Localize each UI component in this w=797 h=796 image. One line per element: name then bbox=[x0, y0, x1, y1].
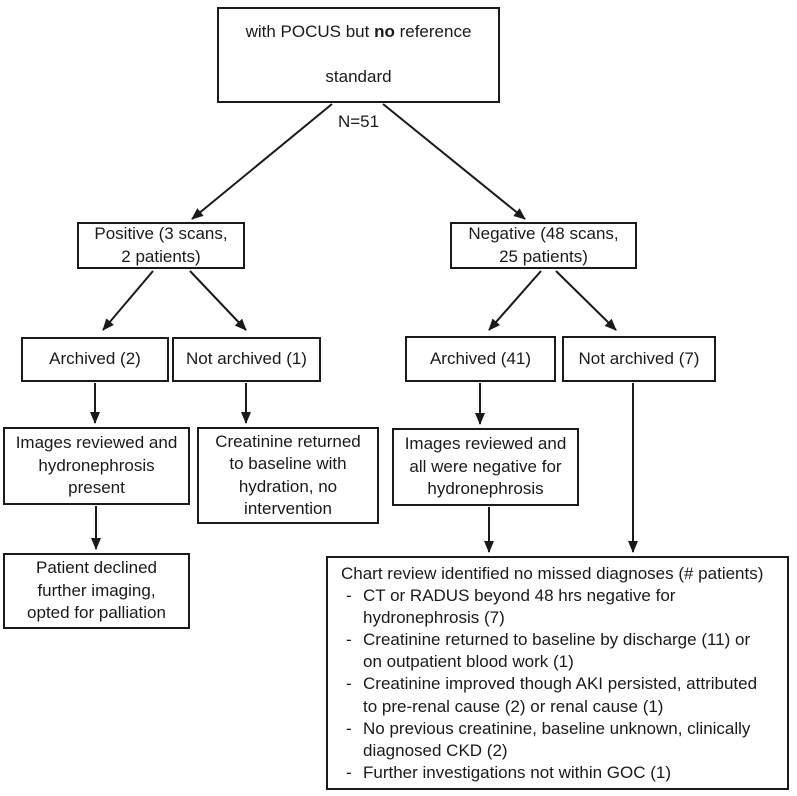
node-not-archived-negative: Not archived (7) bbox=[562, 336, 716, 382]
bullet-text: Creatinine improved though AKI persisted… bbox=[363, 674, 758, 716]
node-positive: Positive (3 scans, 2 patients) bbox=[77, 222, 245, 269]
chart-review-bullet: - No previous creatinine, baseline unkno… bbox=[339, 718, 779, 762]
node-palliation: Patient declined further imaging, opted … bbox=[3, 553, 190, 629]
node-not-archived-positive: Not archived (1) bbox=[172, 337, 321, 382]
node-creatinine-baseline: Creatinine returned to baseline with hyd… bbox=[197, 427, 379, 524]
node-images-hydronephrosis-text: Images reviewed and hydronephrosis prese… bbox=[15, 433, 178, 498]
node-not-archived-positive-text: Not archived (1) bbox=[186, 349, 307, 369]
node-images-negative: Images reviewed and all were negative fo… bbox=[392, 428, 579, 506]
node-total-kidneys-text: Total number of kidneys imaged with POCU… bbox=[234, 0, 482, 136]
node-negative: Negative (48 scans, 25 patients) bbox=[450, 222, 637, 269]
bullet-text: Further investigations not within GOC (1… bbox=[363, 762, 672, 782]
bullet-text: Creatinine returned to baseline by disch… bbox=[363, 630, 751, 672]
arrow-root-to-positive bbox=[191, 103, 333, 220]
arrow-negative-to-archived bbox=[488, 270, 542, 331]
node-positive-text: Positive (3 scans, 2 patients) bbox=[94, 224, 228, 266]
arrow-root-to-negative bbox=[382, 103, 526, 220]
bullet-marker: - bbox=[346, 630, 352, 650]
chart-review-bullet: - CT or RADUS beyond 48 hrs negative for… bbox=[339, 585, 779, 629]
chart-review-title: Chart review identified no missed diagno… bbox=[341, 564, 764, 583]
node-images-hydronephrosis: Images reviewed and hydronephrosis prese… bbox=[3, 427, 190, 505]
bullet-text: No previous creatinine, baseline unknown… bbox=[363, 718, 751, 760]
node-archived-positive-text: Archived (2) bbox=[49, 349, 141, 369]
bullet-marker: - bbox=[346, 586, 352, 606]
root-line2-pre: with POCUS but bbox=[245, 22, 375, 42]
root-line2-post: reference bbox=[394, 22, 472, 42]
bullet-marker: - bbox=[346, 674, 352, 694]
root-line4: N=51 bbox=[337, 112, 380, 132]
node-archived-negative-text: Archived (41) bbox=[429, 348, 532, 368]
bullet-marker: - bbox=[346, 762, 352, 782]
root-line3: standard bbox=[325, 67, 392, 87]
node-palliation-text: Patient declined further imaging, opted … bbox=[27, 558, 166, 623]
chart-review-list: - CT or RADUS beyond 48 hrs negative for… bbox=[339, 585, 779, 784]
root-line2-bold: no bbox=[374, 22, 395, 42]
chart-review-bullet: - Creatinine improved though AKI persist… bbox=[339, 673, 779, 717]
node-archived-positive: Archived (2) bbox=[21, 337, 169, 382]
arrow-negative-to-not-archived bbox=[555, 270, 617, 331]
node-negative-text: Negative (48 scans, 25 patients) bbox=[468, 224, 619, 266]
chart-review-bullet: - Further investigations not within GOC … bbox=[339, 762, 779, 784]
node-archived-negative: Archived (41) bbox=[405, 336, 556, 382]
node-images-negative-text: Images reviewed and all were negative fo… bbox=[404, 434, 567, 499]
node-chart-review: Chart review identified no missed diagno… bbox=[326, 556, 789, 790]
node-creatinine-baseline-text: Creatinine returned to baseline with hyd… bbox=[215, 431, 361, 518]
node-not-archived-negative-text: Not archived (7) bbox=[578, 348, 700, 368]
bullet-marker: - bbox=[346, 718, 352, 738]
bullet-text: CT or RADUS beyond 48 hrs negative for h… bbox=[363, 586, 676, 628]
chart-review-bullet: - Creatinine returned to baseline by dis… bbox=[339, 629, 779, 673]
arrow-positive-to-not-archived bbox=[189, 270, 247, 331]
arrow-positive-to-archived bbox=[102, 270, 154, 331]
node-total-kidneys: Total number of kidneys imaged with POCU… bbox=[217, 7, 500, 131]
